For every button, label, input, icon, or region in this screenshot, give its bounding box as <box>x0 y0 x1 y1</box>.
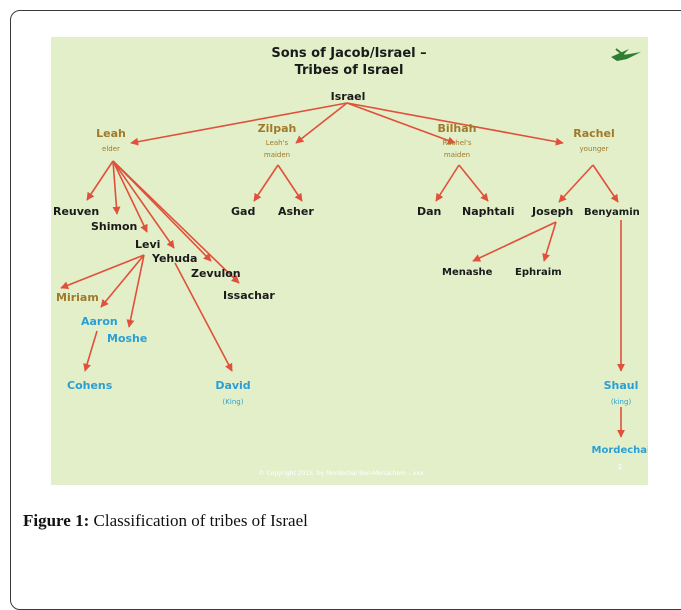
node-joseph: Joseph <box>531 205 573 218</box>
node-miriam: Miriam <box>56 291 99 304</box>
arrow-leah-reuven <box>86 160 114 201</box>
node-rachel: Rachel <box>573 127 614 140</box>
figure-caption: Figure 1: Classification of tribes of Is… <box>23 511 308 531</box>
arrow-zilpah-asher <box>277 164 303 202</box>
node-zilpah-note2: maiden <box>264 151 290 159</box>
node-david: David <box>215 379 250 392</box>
arrow-joseph-menashe <box>472 221 557 262</box>
node-cohens: Cohens <box>67 379 113 392</box>
arrow-joseph-ephraim <box>542 221 557 262</box>
node-reuven: Reuven <box>53 205 99 218</box>
arrow-levi-moshe <box>126 254 145 328</box>
node-bilhah-note1: Rachel's <box>442 139 471 147</box>
arrow-israel-leah <box>130 102 348 146</box>
node-gad: Gad <box>231 205 255 218</box>
arrow-israel-bilhah <box>346 102 456 145</box>
node-bilhah-note2: maiden <box>444 151 470 159</box>
arrow-israel-zilpah <box>295 102 348 144</box>
arrow-zilpah-gad <box>253 164 279 202</box>
node-naphtali: Naphtali <box>462 205 515 218</box>
arrow-bilhah-dan <box>435 164 460 202</box>
node-shimon: Shimon <box>91 220 137 233</box>
diagram-title-line2: Tribes of Israel <box>295 63 404 78</box>
arrow-leah-yehuda <box>112 160 175 249</box>
copyright-text: © Copyright 2015, by Mordechai Ben-Menac… <box>259 470 424 477</box>
arrow-bilhah-naphtali <box>458 164 489 202</box>
arrow-levi-miriam <box>60 254 145 290</box>
palm-tree-logo-icon <box>611 48 641 61</box>
node-menashe: Menashe <box>442 267 493 278</box>
node-mordechai: Mordechai <box>592 445 648 456</box>
node-yehuda: Yehuda <box>151 252 197 265</box>
node-bilhah: Bilhah <box>437 122 476 135</box>
diagram-canvas: Sons of Jacob/Israel – Tribes of Israel … <box>53 46 648 477</box>
node-asher: Asher <box>278 205 314 218</box>
arrow-rachel-joseph <box>558 164 594 203</box>
arrow-levi-aaron <box>100 254 145 308</box>
node-benyamin: Benyamin <box>584 207 640 218</box>
node-leah: Leah <box>96 127 126 140</box>
arrows <box>60 102 625 438</box>
node-israel: Israel <box>331 90 366 103</box>
node-rachel-note: younger <box>580 145 609 153</box>
arrow-leah-shimon <box>112 160 121 215</box>
node-issachar: Issachar <box>223 289 275 302</box>
arrow-leah-issachar <box>112 160 240 284</box>
node-ephraim: Ephraim <box>515 267 562 278</box>
arrow-aaron-cohens <box>83 330 98 372</box>
arrow-yehuda-david <box>174 262 233 372</box>
diagram-title-line1: Sons of Jacob/Israel – <box>271 46 426 61</box>
arrow-israel-rachel <box>346 102 564 146</box>
caption-text: Classification of tribes of Israel <box>89 511 308 530</box>
slide-number: 2 <box>618 463 622 471</box>
caption-label: Figure 1: <box>23 511 90 530</box>
node-levi: Levi <box>135 238 160 251</box>
node-moshe: Moshe <box>107 332 147 345</box>
node-aaron: Aaron <box>81 315 118 328</box>
node-zilpah: Zilpah <box>258 122 297 135</box>
node-zilpah-note1: Leah's <box>266 139 289 147</box>
node-david-note: (King) <box>223 398 244 406</box>
node-shaul-note: (king) <box>611 398 632 406</box>
node-shaul: Shaul <box>604 379 639 392</box>
arrow-rachel-benyamin <box>592 164 619 203</box>
arrow-leah-levi <box>112 160 148 233</box>
node-leah-note: elder <box>102 145 120 153</box>
node-dan: Dan <box>417 205 441 218</box>
tribes-diagram: Sons of Jacob/Israel – Tribes of Israel … <box>51 37 648 485</box>
node-zevulon: Zevulon <box>191 267 241 280</box>
